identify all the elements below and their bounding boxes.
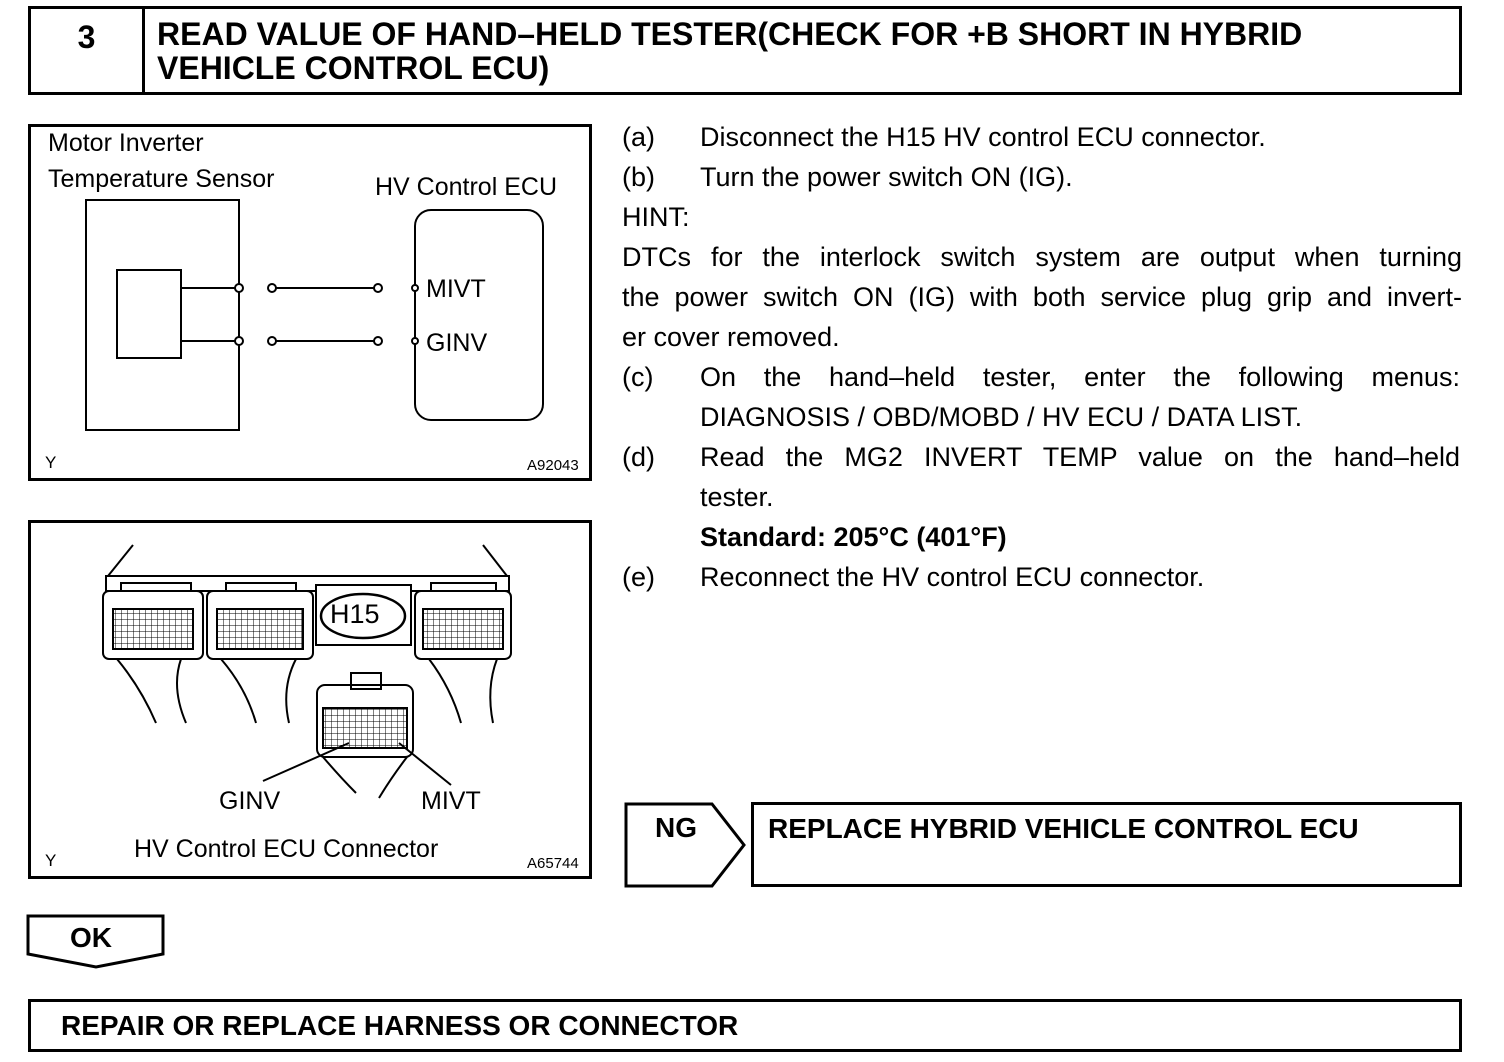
step-title: READ VALUE OF HAND–HELD TESTER(CHECK FOR… <box>157 17 1447 85</box>
step-b-text: Turn the power switch ON (IG). <box>700 162 1073 192</box>
corner-mark: Y <box>45 851 57 870</box>
standard-value: Standard: 205°C (401°F) <box>700 522 1007 552</box>
hint-line-2: the power switch ON (IG) with both servi… <box>622 282 1462 312</box>
step-c-line-2: DIAGNOSIS / OBD/MOBD / HV ECU / DATA LIS… <box>700 402 1303 432</box>
ecu-outline <box>414 209 544 421</box>
step-e: (e) Reconnect the HV control ECU connect… <box>622 557 1462 597</box>
connector-caption: HV Control ECU Connector <box>134 835 439 863</box>
connector-diagram: H15 GINV MIVT HV Control ECU Connector Y… <box>28 520 592 879</box>
step-c: (c) On the hand–held tester, enter the f… <box>622 357 1462 437</box>
hint-label: HINT: <box>622 202 690 232</box>
connector-drawing <box>102 544 512 799</box>
sensor-label-line-1: Motor Inverter <box>48 129 204 157</box>
step-title-line-2: VEHICLE CONTROL ECU) <box>157 50 550 86</box>
sensor-housing <box>85 199 240 431</box>
pin-label-ginv: GINV <box>219 787 281 815</box>
step-d-label: (d) <box>622 442 655 472</box>
step-a-text: Disconnect the H15 HV control ECU connec… <box>700 122 1266 152</box>
step-a-label: (a) <box>622 122 655 152</box>
step-number-cell: 3 <box>31 9 145 92</box>
ok-action-box: REPAIR OR REPLACE HARNESS OR CONNECTOR <box>28 999 1462 1052</box>
figure-id: A92043 <box>527 457 579 474</box>
step-b-label: (b) <box>622 162 655 192</box>
step-c-line-1: On the hand–held tester, enter the follo… <box>700 362 1460 392</box>
step-c-label: (c) <box>622 362 654 392</box>
step-d-line-2: tester. <box>700 482 774 512</box>
step-e-label: (e) <box>622 562 655 592</box>
step-a: (a) Disconnect the H15 HV control ECU co… <box>622 117 1462 157</box>
sensor-element <box>116 269 182 359</box>
ng-arrow-tag <box>624 802 746 888</box>
ng-action: REPLACE HYBRID VEHICLE CONTROL ECU <box>768 813 1359 844</box>
ok-action: REPAIR OR REPLACE HARNESS OR CONNECTOR <box>61 1010 739 1041</box>
hint-line-1: DTCs for the interlock switch system are… <box>622 242 1462 272</box>
corner-mark: Y <box>45 453 57 472</box>
hint-line-3: er cover removed. <box>622 322 840 352</box>
step-b: (b) Turn the power switch ON (IG). <box>622 157 1462 197</box>
step-e-text: Reconnect the HV control ECU connector. <box>700 562 1205 592</box>
step-d: (d) Read the MG2 INVERT TEMP value on th… <box>622 437 1462 557</box>
step-header: 3 READ VALUE OF HAND–HELD TESTER(CHECK F… <box>28 6 1462 95</box>
pin-label-mivt: MIVT <box>421 787 481 815</box>
step-number: 3 <box>77 19 96 55</box>
ok-label: OK <box>70 922 112 953</box>
wiring-diagram: Motor Inverter Temperature Sensor HV Con… <box>28 124 592 481</box>
sensor-label-line-2: Temperature Sensor <box>48 165 275 193</box>
ok-arrow-tag <box>26 914 165 969</box>
step-d-line-1: Read the MG2 INVERT TEMP value on the ha… <box>700 442 1460 472</box>
h15-badge <box>319 592 407 640</box>
step-title-line-1: READ VALUE OF HAND–HELD TESTER(CHECK FOR… <box>157 16 1303 52</box>
ng-label: NG <box>655 812 697 843</box>
figure-id: A65744 <box>527 855 579 872</box>
pin-label-mivt: MIVT <box>426 275 486 303</box>
wiring-diagram-drawing <box>85 199 544 431</box>
ng-action-box: REPLACE HYBRID VEHICLE CONTROL ECU <box>751 802 1462 887</box>
connector-id: H15 <box>330 599 380 629</box>
pin-label-ginv: GINV <box>426 329 488 357</box>
ecu-label: HV Control ECU <box>375 173 557 201</box>
